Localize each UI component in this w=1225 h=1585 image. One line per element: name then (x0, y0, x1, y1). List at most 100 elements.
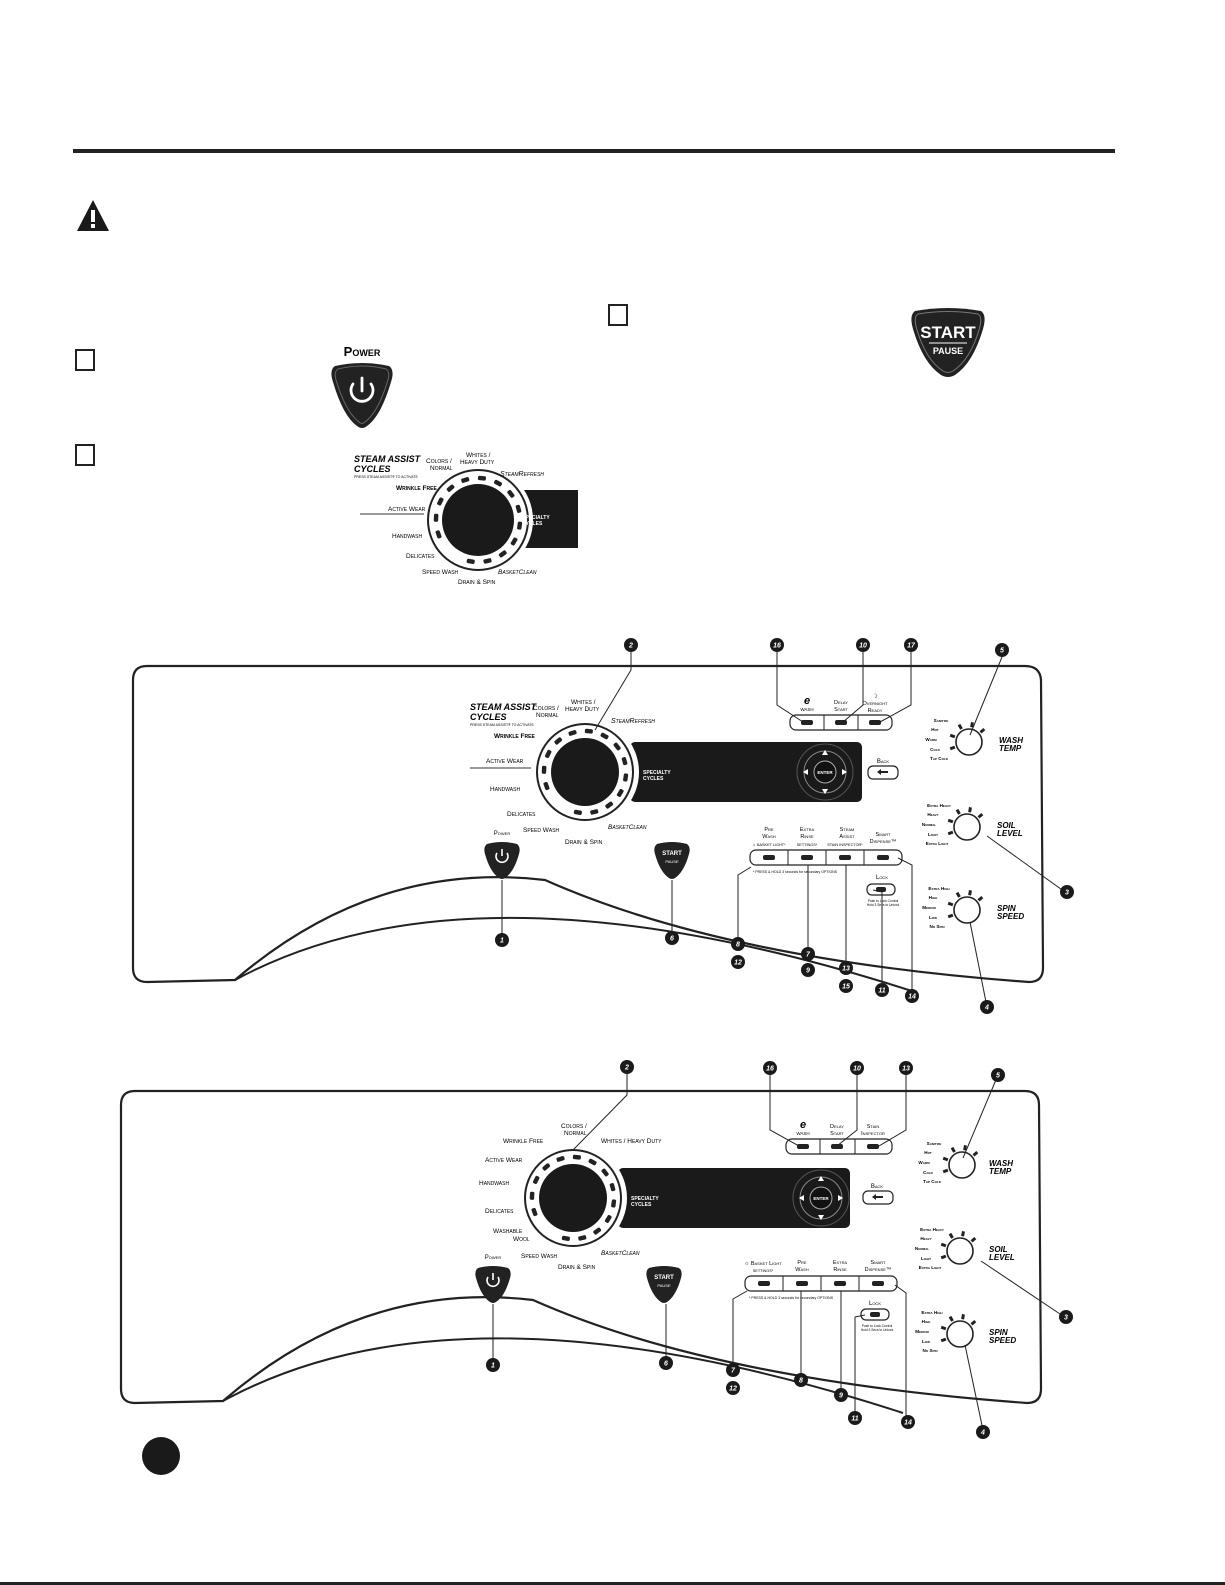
power-icon (349, 376, 375, 403)
knob-indicator-light (950, 1146, 956, 1153)
press-hold-note: * PRESS & HOLD 3 seconds for secondary O… (749, 1296, 834, 1300)
warning-icon (77, 200, 109, 231)
callout-number: 7 (731, 1368, 736, 1375)
knob-dial[interactable] (948, 1151, 976, 1179)
callout-number: 5 (996, 1073, 1000, 1080)
start-label: START (654, 1275, 674, 1281)
start-pause-button (654, 842, 690, 879)
steam-assist-label: Assist (839, 834, 855, 840)
cycle-label-speed-wash: Speed Wash (422, 569, 459, 576)
delay-start-label: Delay (830, 1124, 844, 1130)
knob-indicator-light (947, 830, 954, 836)
cycle-indicator-ring (433, 475, 523, 564)
knob-option-label: Cold (923, 1170, 933, 1175)
option-button-row: ☼ Basket Light SETTINGS* Pre Wash Extra … (744, 1260, 898, 1300)
moon-icon: ☽ (872, 693, 877, 700)
knob-dial[interactable] (946, 1320, 974, 1348)
steam-assist-title: CYCLES (354, 464, 391, 474)
knob-dial[interactable] (953, 813, 981, 841)
callout-marker (801, 947, 815, 961)
cycle-indicator-light (556, 1156, 565, 1162)
page-number-badge (142, 1437, 180, 1475)
soil-level-title: SOIL (989, 1245, 1008, 1254)
wash-temp-title: WASH (999, 736, 1023, 745)
knob-option-label: Medium (922, 905, 936, 910)
smart-dispense-label: Dispense™ (865, 1267, 892, 1273)
knob-option-label: Tap Cold (930, 756, 949, 761)
cycle-indicator-light (593, 1227, 602, 1235)
knob-option-label: Normal (915, 1246, 929, 1251)
specialty-label: SPECIALTY (631, 1196, 659, 1202)
knob-indicator-light (940, 1242, 947, 1248)
knob-indicator-light (968, 890, 972, 896)
callout-number: 2 (624, 1065, 629, 1072)
overnight-ready-label: Overnight (863, 701, 889, 707)
callout-marker (1059, 1310, 1073, 1324)
cycle-indicator-light (461, 477, 470, 483)
knob-indicator-light (942, 1156, 949, 1162)
callout-number: 17 (907, 643, 916, 650)
back-arrow-icon (877, 769, 888, 775)
spin-speed-title: SPEED (997, 912, 1024, 921)
spin-speed-title: SPEED (989, 1336, 1016, 1345)
callout-marker (726, 1363, 740, 1377)
ewash-label: WASH (800, 707, 813, 712)
delay-start-label: Start (834, 707, 848, 713)
cycle-label-wrinkle-free: Wrinkle Free (503, 1138, 544, 1145)
lock-label: Lock (869, 1301, 881, 1307)
callout-marker (770, 638, 784, 652)
cycle-label-colors: Colors / (561, 1123, 587, 1130)
knob-indicator-light (949, 745, 956, 751)
callout-marker (763, 1061, 777, 1075)
cycle-indicator-light (542, 1163, 551, 1171)
power-label: Power (344, 344, 381, 359)
steam-assist-note: PRESS STEAM ASSIST® TO ACTIVATE (354, 475, 418, 479)
cycle-indicator-ring (529, 1154, 617, 1242)
knob-option-label: Light (921, 1256, 931, 1261)
stain-inspector-label: Inspector (861, 1131, 885, 1137)
knob-option-label: Extra Heavy (927, 803, 951, 808)
cycle-indicator-light (604, 1214, 612, 1223)
cycle-indicator-light (510, 537, 518, 546)
cycle-indicator-light (515, 504, 522, 513)
cycle-label-whites: Heavy Duty (565, 706, 600, 713)
smart-dispense-label: Dispense™ (870, 839, 897, 845)
knob-indicator-light (961, 1231, 965, 1237)
knob-option-label: Extra Light (926, 841, 949, 846)
cycle-indicator-light (466, 558, 475, 564)
cycle-label-basket-clean: BasketClean (601, 1250, 640, 1257)
callout-number: 14 (908, 994, 916, 1001)
cycle-label-colors: Normal (430, 465, 453, 472)
steam-assist-title: CYCLES (470, 712, 507, 722)
ewash-e-icon: e (800, 1119, 806, 1131)
lock-note: Hold 3 Secs to Unlock (861, 1328, 894, 1332)
top-option-group: e WASH Delay Start ☽ Overnight Ready (789, 693, 893, 731)
callout-marker (904, 638, 918, 652)
callout-marker (495, 933, 509, 947)
knob-indicator-light (955, 808, 961, 815)
start-label: START (662, 851, 682, 857)
header-rule (73, 149, 1115, 153)
callout-number: 16 (766, 1066, 774, 1073)
knob-option-label: Heavy (927, 812, 938, 817)
callout-marker (905, 989, 919, 1003)
arrow-down-icon (822, 789, 828, 794)
prewash-label: Pre (764, 827, 774, 833)
cycle-indicator-light (532, 1175, 540, 1184)
knob-dial[interactable] (955, 728, 983, 756)
knob-dial[interactable] (953, 896, 981, 924)
knob-indicator-light (972, 1150, 979, 1157)
knob-indicator-light (970, 1236, 977, 1243)
specialty-label: CYCLES (522, 521, 543, 527)
callout-marker (620, 1060, 634, 1074)
wash-temp-title: TEMP (999, 744, 1022, 753)
lock-note: Push to Lock Control (862, 1324, 893, 1328)
cycle-label-handwash: Handwash (490, 786, 520, 793)
callout-marker (801, 963, 815, 977)
knob-option-label: No Spin (923, 1348, 938, 1353)
cycle-label-washable-wool: Washable (493, 1228, 523, 1235)
smart-dispense-label: Smart (876, 832, 891, 838)
knob-dial[interactable] (946, 1237, 974, 1265)
knob-indicator-light (940, 1337, 947, 1343)
